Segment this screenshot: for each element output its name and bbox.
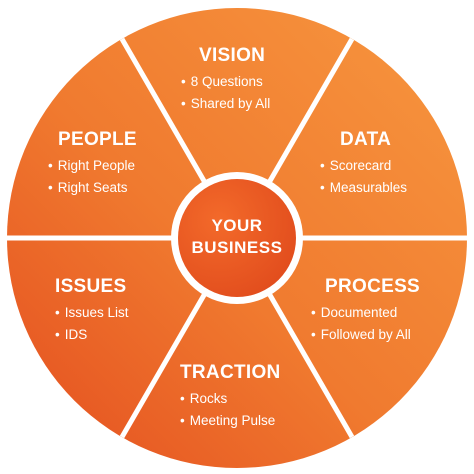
segment-data: DATA Scorecard Measurables [320,129,407,199]
segment-issues-bullet: Issues List [55,302,129,324]
segment-process-bullet: Documented [311,302,420,324]
segment-data-bullet: Scorecard [320,155,407,177]
segment-data-title: DATA [340,129,392,150]
segment-issues-title: ISSUES [55,276,127,297]
segment-process-bullet: Followed by All [311,324,420,346]
segment-people-bullet: Right People [48,155,137,177]
segment-traction-bullet: Meeting Pulse [180,410,281,432]
segment-issues-bullet: IDS [55,324,129,346]
segment-vision-bullet: 8 Questions [181,71,270,93]
segment-traction-bullet: Rocks [180,388,281,410]
segment-vision: VISION 8 Questions Shared by All [181,45,271,115]
segment-dividers [7,37,467,439]
segment-people-title: PEOPLE [58,129,137,150]
segment-vision-title: VISION [199,45,266,66]
segment-people: PEOPLE Right People Right Seats [48,129,137,199]
hub-label: YOUR BUSINESS [177,197,297,277]
segment-traction-title: TRACTION [180,362,281,383]
segment-vision-bullet: Shared by All [181,93,271,115]
segment-traction: TRACTION Rocks Meeting Pulse [180,362,281,432]
segment-data-bullet: Measurables [320,177,407,199]
hub-label-line2: BUSINESS [191,238,283,257]
segment-process: PROCESS Documented Followed by All [311,276,420,346]
segment-issues: ISSUES Issues List IDS [55,276,129,346]
segment-people-bullet: Right Seats [48,177,137,199]
hub-center [178,179,296,297]
hub-label-line1: YOUR [211,216,263,235]
segment-process-title: PROCESS [325,276,421,297]
